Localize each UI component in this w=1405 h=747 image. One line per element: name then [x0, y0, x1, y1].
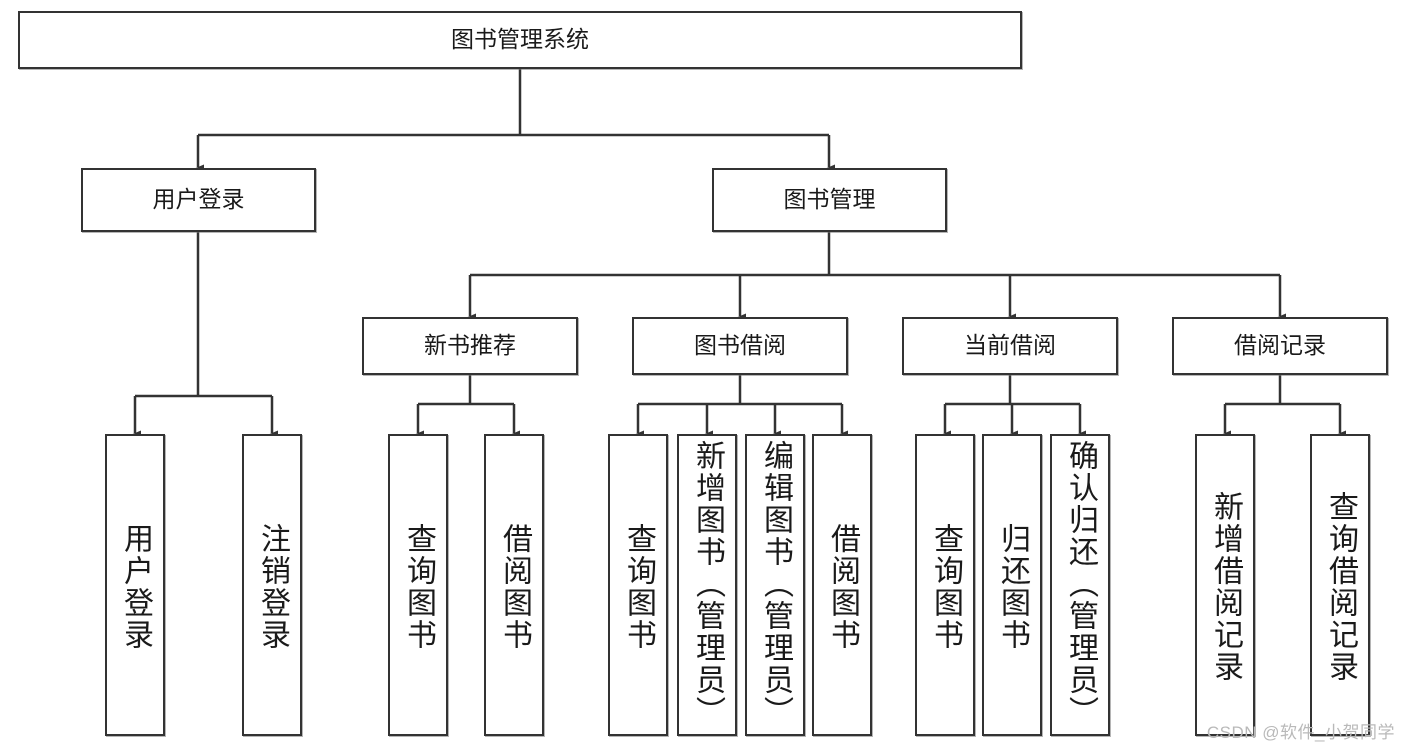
node-label: 借阅图书 [498, 523, 531, 651]
node-label: 查询图书 [622, 523, 655, 651]
node-label: 确认归还（管理员） [1064, 440, 1097, 728]
node-label: 借阅图书 [826, 523, 859, 651]
level3-node-当前借阅[interactable]: 当前借阅 [902, 317, 1118, 375]
leaves-node-查询图书[interactable]: 查询图书 [608, 434, 668, 736]
node-label: 图书管理系统 [451, 26, 589, 53]
leaves-node-查询借阅记录[interactable]: 查询借阅记录 [1310, 434, 1370, 736]
node-label: 归还图书 [996, 523, 1029, 651]
node-label: 查询图书 [402, 523, 435, 651]
leaves-node-查询图书[interactable]: 查询图书 [388, 434, 448, 736]
leaves-node-新增图书管理员[interactable]: 新增图书（管理员） [677, 434, 737, 736]
node-label: 图书管理 [783, 186, 876, 213]
node-label: 用户登录 [152, 186, 245, 213]
leaves-node-借阅图书[interactable]: 借阅图书 [812, 434, 872, 736]
node-label: 新增借阅记录 [1209, 491, 1242, 683]
leaves-node-归还图书[interactable]: 归还图书 [982, 434, 1042, 736]
level2-node-用户登录[interactable]: 用户登录 [81, 168, 316, 232]
leaves-node-借阅图书[interactable]: 借阅图书 [484, 434, 544, 736]
leaves-node-用户登录[interactable]: 用户登录 [105, 434, 165, 736]
leaves-node-新增借阅记录[interactable]: 新增借阅记录 [1195, 434, 1255, 736]
leaves-node-确认归还管理员[interactable]: 确认归还（管理员） [1050, 434, 1110, 736]
node-label: 注销登录 [256, 523, 289, 651]
root-node-图书管理系统[interactable]: 图书管理系统 [18, 11, 1022, 69]
node-label: 查询借阅记录 [1324, 491, 1357, 683]
level3-node-图书借阅[interactable]: 图书借阅 [632, 317, 848, 375]
node-label: 图书借阅 [694, 332, 786, 359]
leaves-node-查询图书[interactable]: 查询图书 [915, 434, 975, 736]
level3-node-新书推荐[interactable]: 新书推荐 [362, 317, 578, 375]
node-label: 借阅记录 [1234, 332, 1326, 359]
level3-node-借阅记录[interactable]: 借阅记录 [1172, 317, 1388, 375]
node-label: 新书推荐 [424, 332, 516, 359]
node-label: 当前借阅 [964, 332, 1056, 359]
leaves-node-注销登录[interactable]: 注销登录 [242, 434, 302, 736]
node-label: 查询图书 [929, 523, 962, 651]
level2-node-图书管理[interactable]: 图书管理 [712, 168, 947, 232]
leaves-node-编辑图书管理员[interactable]: 编辑图书（管理员） [745, 434, 805, 736]
node-label: 用户登录 [119, 523, 152, 651]
edge-group [129, 69, 1346, 441]
node-label: 新增图书（管理员） [691, 440, 724, 728]
node-label: 编辑图书（管理员） [759, 440, 792, 728]
